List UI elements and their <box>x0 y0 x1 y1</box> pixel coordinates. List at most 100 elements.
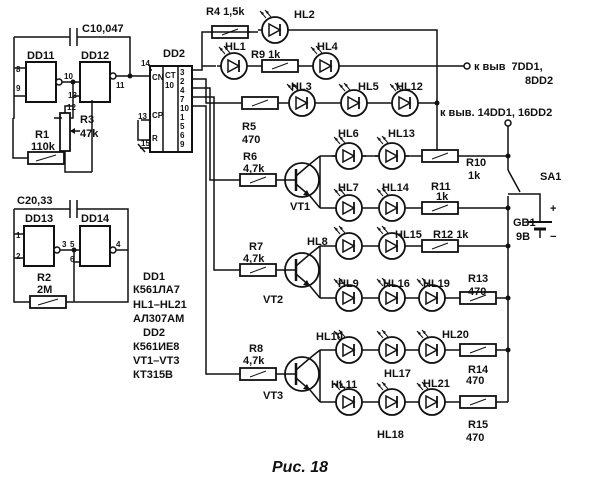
svg-text:R7: R7 <box>249 241 263 253</box>
led-hl9: HL9 <box>331 277 367 312</box>
svg-text:HL19: HL19 <box>423 278 450 290</box>
resistor-r13: R13 470 <box>459 273 497 305</box>
transistor-vt1: VT1 <box>283 161 321 213</box>
led-hl19: HL19 <box>414 277 450 312</box>
capacitor-c2: C20,33 <box>14 195 129 250</box>
svg-text:R13: R13 <box>468 273 488 285</box>
legend-ref-vt: VT1–VT3 <box>133 355 179 367</box>
led-hl18: HL18 <box>374 381 410 441</box>
svg-text:HL4: HL4 <box>317 41 339 53</box>
svg-text:1: 1 <box>180 113 185 122</box>
svg-text:14: 14 <box>141 59 150 68</box>
svg-text:2M: 2M <box>37 284 52 296</box>
resistor-r11: R11 1k <box>421 181 459 215</box>
output2-label: к выв. 14DD1, 16DD2 <box>440 107 552 119</box>
svg-text:10: 10 <box>165 81 174 90</box>
svg-text:4,7k: 4,7k <box>243 163 265 175</box>
svg-text:R6: R6 <box>243 151 257 163</box>
led-hl17: HL17 <box>374 329 411 380</box>
svg-text:SA1: SA1 <box>540 171 561 183</box>
svg-text:HL16: HL16 <box>383 278 410 290</box>
svg-text:R2: R2 <box>37 272 51 284</box>
svg-text:HL18: HL18 <box>377 429 404 441</box>
svg-text:6: 6 <box>180 131 185 140</box>
svg-text:HL10: HL10 <box>316 331 343 343</box>
svg-text:3: 3 <box>180 68 185 77</box>
svg-text:47k: 47k <box>80 128 99 140</box>
resistor-r14: R14 470 <box>459 343 497 387</box>
svg-text:470: 470 <box>468 286 486 298</box>
battery-gb1: + − GB1 9B <box>508 193 556 243</box>
svg-text:4,7k: 4,7k <box>243 355 265 367</box>
output1-line2: 8DD2 <box>525 75 553 87</box>
terminal-out2 <box>504 119 512 127</box>
resistor-r6: R6 4,7k <box>239 151 277 187</box>
resistor-r8: R8 4,7k <box>239 343 277 381</box>
nand-gate-dd12: DD12 13 12 11 <box>67 50 125 112</box>
svg-text:R8: R8 <box>249 343 263 355</box>
svg-text:DD13: DD13 <box>25 213 53 225</box>
svg-text:2: 2 <box>180 77 185 86</box>
svg-text:HL11: HL11 <box>331 379 357 391</box>
switch-sa1: SA1 <box>507 169 561 193</box>
svg-text:9: 9 <box>180 140 185 149</box>
svg-text:R15: R15 <box>468 419 488 431</box>
resistor-r1: R1 110k <box>12 118 65 165</box>
svg-text:15: 15 <box>141 139 150 148</box>
led-hl15: HL15 <box>374 225 422 260</box>
parts-legend: DD1 К561ЛА7 HL1–HL21 АЛ307АМ DD2 К561ИЕ8… <box>133 271 187 381</box>
svg-text:CT: CT <box>165 71 176 80</box>
svg-text:HL13: HL13 <box>388 128 415 140</box>
nand-gate-dd14: DD14 5 6 4 <box>70 213 121 267</box>
svg-text:1k: 1k <box>436 191 449 203</box>
svg-text:5: 5 <box>70 240 75 249</box>
svg-text:HL8: HL8 <box>307 236 328 248</box>
svg-text:DD14: DD14 <box>81 213 110 225</box>
svg-text:5: 5 <box>180 122 185 131</box>
nand-gate-dd13: DD13 1 2 3 <box>16 213 67 267</box>
svg-text:R1: R1 <box>35 129 49 141</box>
figure-caption: Рис. 18 <box>272 459 328 476</box>
svg-text:−: − <box>550 231 556 243</box>
svg-text:11: 11 <box>116 81 125 90</box>
legend-ref-hl: HL1–HL21 <box>133 299 187 311</box>
legend-part-hl: АЛ307АМ <box>133 313 184 325</box>
c1-label: C10,047 <box>82 23 124 35</box>
resistor-r5: R5 470 <box>241 96 279 146</box>
svg-text:9B: 9B <box>516 231 530 243</box>
svg-text:HL1: HL1 <box>225 41 246 53</box>
led-hl3: HL3 <box>284 81 320 117</box>
svg-text:CN: CN <box>152 73 164 82</box>
resistor-r15: R15 470 <box>459 395 497 444</box>
svg-text:2: 2 <box>16 252 21 261</box>
led-hl13: HL13 <box>374 128 415 170</box>
svg-text:110k: 110k <box>31 141 56 153</box>
svg-text:R14: R14 <box>468 364 489 376</box>
svg-text:470: 470 <box>466 375 484 387</box>
svg-text:9: 9 <box>16 84 21 93</box>
svg-text:R11: R11 <box>431 181 451 193</box>
nand-gate-dd11: DD11 8 9 10 <box>16 50 73 103</box>
svg-text:HL5: HL5 <box>358 81 379 93</box>
legend-part-vt: КТ315В <box>133 369 173 381</box>
svg-text:1: 1 <box>16 231 21 240</box>
legend-ref-dd1: DD1 <box>143 271 165 283</box>
svg-text:DD12: DD12 <box>81 50 109 62</box>
svg-text:R5: R5 <box>242 121 256 133</box>
svg-text:HL3: HL3 <box>291 81 312 93</box>
svg-text:HL9: HL9 <box>338 278 359 290</box>
svg-text:12: 12 <box>67 103 76 112</box>
svg-text:HL6: HL6 <box>338 128 359 140</box>
svg-text:DD11: DD11 <box>27 50 55 62</box>
led-hl5: HL5 <box>336 81 379 117</box>
led-hl6: HL6 <box>331 128 367 170</box>
svg-text:HL12: HL12 <box>396 81 423 93</box>
led-hl21: HL21 <box>414 378 450 416</box>
svg-text:HL17: HL17 <box>384 368 411 380</box>
svg-text:VT2: VT2 <box>263 294 283 306</box>
